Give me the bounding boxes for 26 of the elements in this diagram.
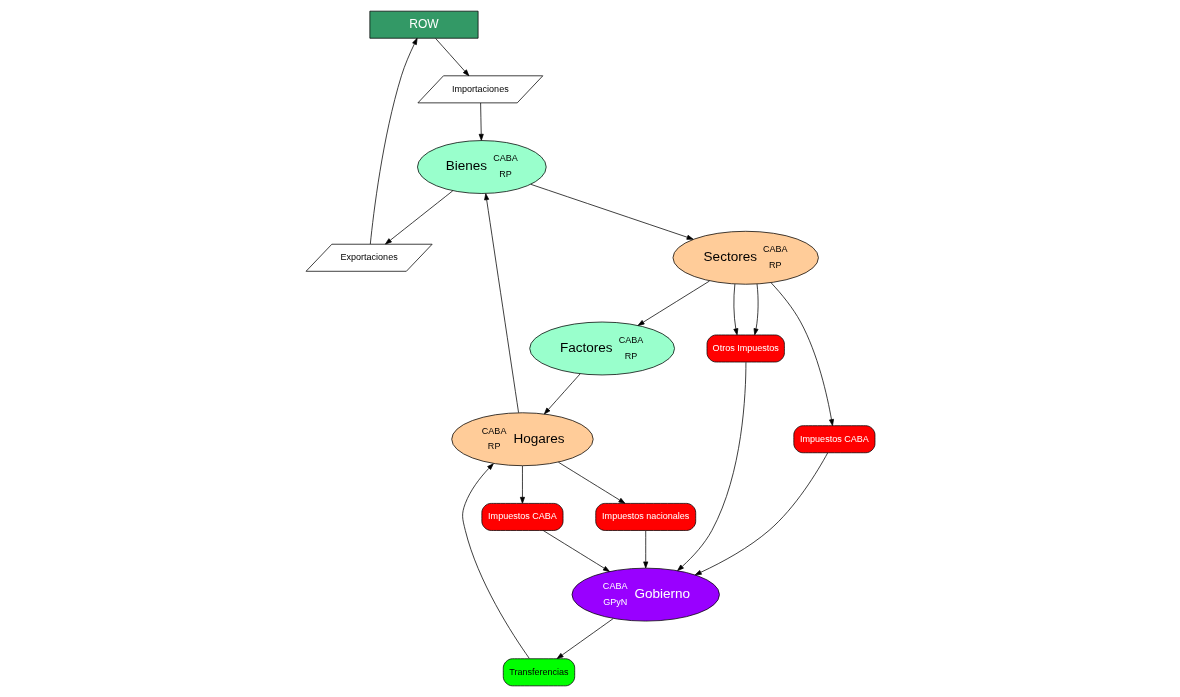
arrow — [732, 283, 738, 336]
arrow — [642, 530, 648, 569]
arrow — [530, 183, 693, 240]
node-box: Impuestos nacionales — [594, 503, 696, 531]
node-box: Transferencias — [502, 658, 575, 687]
arrow — [543, 373, 580, 415]
node-box: Impuestos CABA — [481, 503, 563, 531]
arrow — [519, 465, 525, 504]
arrow — [694, 452, 828, 576]
arrow — [369, 38, 417, 245]
arrow — [478, 102, 484, 141]
arrow — [676, 361, 746, 571]
arrow — [483, 193, 519, 413]
arrow — [557, 461, 625, 504]
arrow — [556, 618, 613, 659]
arrow — [770, 282, 834, 426]
arrow — [461, 463, 530, 659]
node-box: Impuestos CABA — [792, 425, 875, 454]
arrow — [434, 38, 469, 77]
arrow — [753, 283, 758, 336]
node-ellipse: CABA Hogares RP — [450, 412, 594, 467]
node-box: ROW — [369, 10, 478, 39]
arrow — [542, 530, 610, 572]
arrow — [637, 280, 710, 326]
node-box: Otros Impuestos — [706, 334, 785, 363]
arrow — [384, 190, 453, 245]
